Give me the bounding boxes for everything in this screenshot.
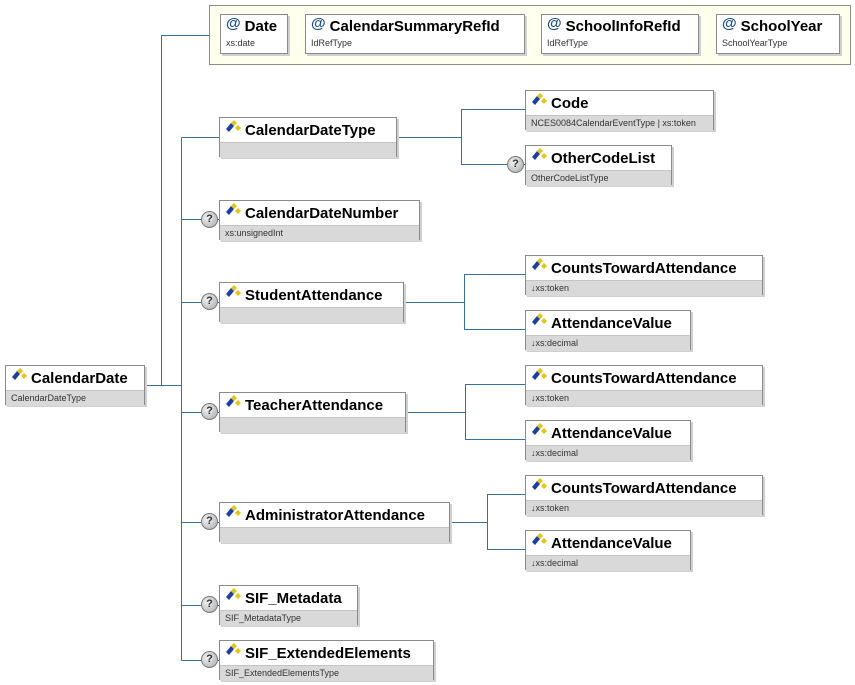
element-admin-countstowardattendance[interactable]: CountsTowardAttendance ↓xs:token [525, 475, 763, 516]
optional-icon: ? [201, 293, 218, 310]
element-icon [531, 533, 547, 547]
connector-student-counts [404, 274, 525, 303]
connector-code [397, 109, 525, 138]
attribute-calendarsummaryrefid[interactable]: @CalendarSummaryRefId IdRefType [305, 14, 525, 54]
optional-icon: ? [201, 596, 218, 613]
element-teacherattendance[interactable]: TeacherAttendance [219, 392, 406, 433]
attribute-schoolinforefid[interactable]: @SchoolInfoRefId IdRefType [541, 14, 699, 54]
element-teacher-countstowardattendance[interactable]: CountsTowardAttendance ↓xs:token [525, 365, 763, 406]
element-studentattendance[interactable]: StudentAttendance [219, 282, 404, 323]
attribute-icon: @ [722, 14, 737, 32]
element-name: CalendarDateNumber [245, 204, 399, 222]
element-name: CalendarDate [31, 369, 128, 387]
element-type: ↓xs:decimal [526, 335, 690, 351]
connector-teacher-counts [406, 384, 525, 413]
element-type: xs:unsignedInt [220, 225, 419, 241]
element-sif-extendedelements[interactable]: SIF_ExtendedElements SIF_ExtendedElement… [219, 640, 434, 681]
element-icon [531, 423, 547, 437]
connector-attributes [145, 35, 209, 386]
element-type: ↓xs:decimal [526, 555, 690, 571]
attribute-schoolyear[interactable]: @SchoolYear SchoolYearType [716, 14, 840, 54]
element-name: StudentAttendance [245, 286, 383, 304]
element-type: ↓xs:token [526, 280, 762, 296]
element-icon [531, 313, 547, 327]
element-icon [225, 120, 241, 134]
element-calendardate-root[interactable]: CalendarDate CalendarDateType [5, 365, 145, 406]
connector-admin-value [487, 522, 525, 550]
attribute-type: SchoolYearType [717, 37, 839, 50]
element-name: CountsTowardAttendance [551, 479, 737, 497]
attribute-type: IdRefType [542, 37, 698, 50]
element-student-attendancevalue[interactable]: AttendanceValue ↓xs:decimal [525, 310, 691, 351]
attribute-icon: @ [226, 14, 241, 32]
element-icon [531, 368, 547, 382]
element-name: AttendanceValue [551, 424, 672, 442]
element-type: SIF_ExtendedElementsType [220, 665, 433, 681]
optional-icon: ? [507, 156, 524, 173]
element-type [220, 307, 403, 323]
element-icon [225, 588, 241, 602]
element-icon [11, 368, 27, 382]
element-administratorattendance[interactable]: AdministratorAttendance [219, 502, 450, 543]
element-name: Code [551, 94, 589, 112]
element-type: OtherCodeListType [526, 170, 671, 186]
element-sif-metadata[interactable]: SIF_Metadata SIF_MetadataType [219, 585, 358, 626]
element-name: CalendarDateType [245, 121, 376, 139]
attribute-icon: @ [547, 14, 562, 32]
element-icon [531, 148, 547, 162]
element-teacher-attendancevalue[interactable]: AttendanceValue ↓xs:decimal [525, 420, 691, 461]
element-othercodelist[interactable]: OtherCodeList OtherCodeListType [525, 145, 672, 186]
element-icon [531, 478, 547, 492]
element-type: ↓xs:token [526, 390, 762, 406]
element-name: AttendanceValue [551, 314, 672, 332]
element-type: CalendarDateType [6, 390, 144, 406]
optional-icon: ? [201, 403, 218, 420]
element-type: NCES0084CalendarEventType | xs:token [526, 115, 713, 131]
element-admin-attendancevalue[interactable]: AttendanceValue ↓xs:decimal [525, 530, 691, 571]
element-type: ↓xs:decimal [526, 445, 690, 461]
element-name: AttendanceValue [551, 534, 672, 552]
element-calendardatetype[interactable]: CalendarDateType [219, 117, 397, 158]
element-type [220, 417, 405, 433]
connector-admin-counts [450, 494, 525, 523]
element-name: AdministratorAttendance [245, 506, 426, 524]
element-student-countstowardattendance[interactable]: CountsTowardAttendance ↓xs:token [525, 255, 763, 296]
element-icon [225, 285, 241, 299]
element-type: SIF_MetadataType [220, 610, 357, 626]
element-type: ↓xs:token [526, 500, 762, 516]
element-icon [531, 258, 547, 272]
attribute-name: SchoolInfoRefId [565, 17, 681, 35]
attribute-type: IdRefType [306, 37, 524, 50]
attribute-type: xs:date [221, 37, 287, 50]
element-calendardatenumber[interactable]: CalendarDateNumber xs:unsignedInt [219, 200, 420, 241]
element-name: TeacherAttendance [245, 396, 384, 414]
element-code[interactable]: Code NCES0084CalendarEventType | xs:toke… [525, 90, 714, 131]
element-name: CountsTowardAttendance [551, 259, 737, 277]
attribute-date[interactable]: @Date xs:date [220, 14, 288, 54]
element-icon [225, 643, 241, 657]
optional-icon: ? [201, 211, 218, 228]
attribute-icon: @ [311, 14, 326, 32]
optional-icon: ? [201, 651, 218, 668]
element-type [220, 527, 449, 543]
connector-teacher-value [465, 412, 525, 440]
element-name: OtherCodeList [551, 149, 656, 167]
element-name: SIF_Metadata [245, 589, 342, 607]
element-icon [225, 203, 241, 217]
attribute-name: Date [244, 17, 278, 35]
connector-student-value [464, 302, 525, 330]
element-icon [531, 93, 547, 107]
optional-icon: ? [201, 513, 218, 530]
element-type [220, 142, 396, 158]
element-name: SIF_ExtendedElements [245, 644, 411, 662]
attribute-name: CalendarSummaryRefId [329, 17, 500, 35]
element-icon [225, 505, 241, 519]
attribute-name: SchoolYear [740, 17, 823, 35]
connector-othercodelist [461, 137, 525, 165]
element-name: CountsTowardAttendance [551, 369, 737, 387]
element-icon [225, 395, 241, 409]
